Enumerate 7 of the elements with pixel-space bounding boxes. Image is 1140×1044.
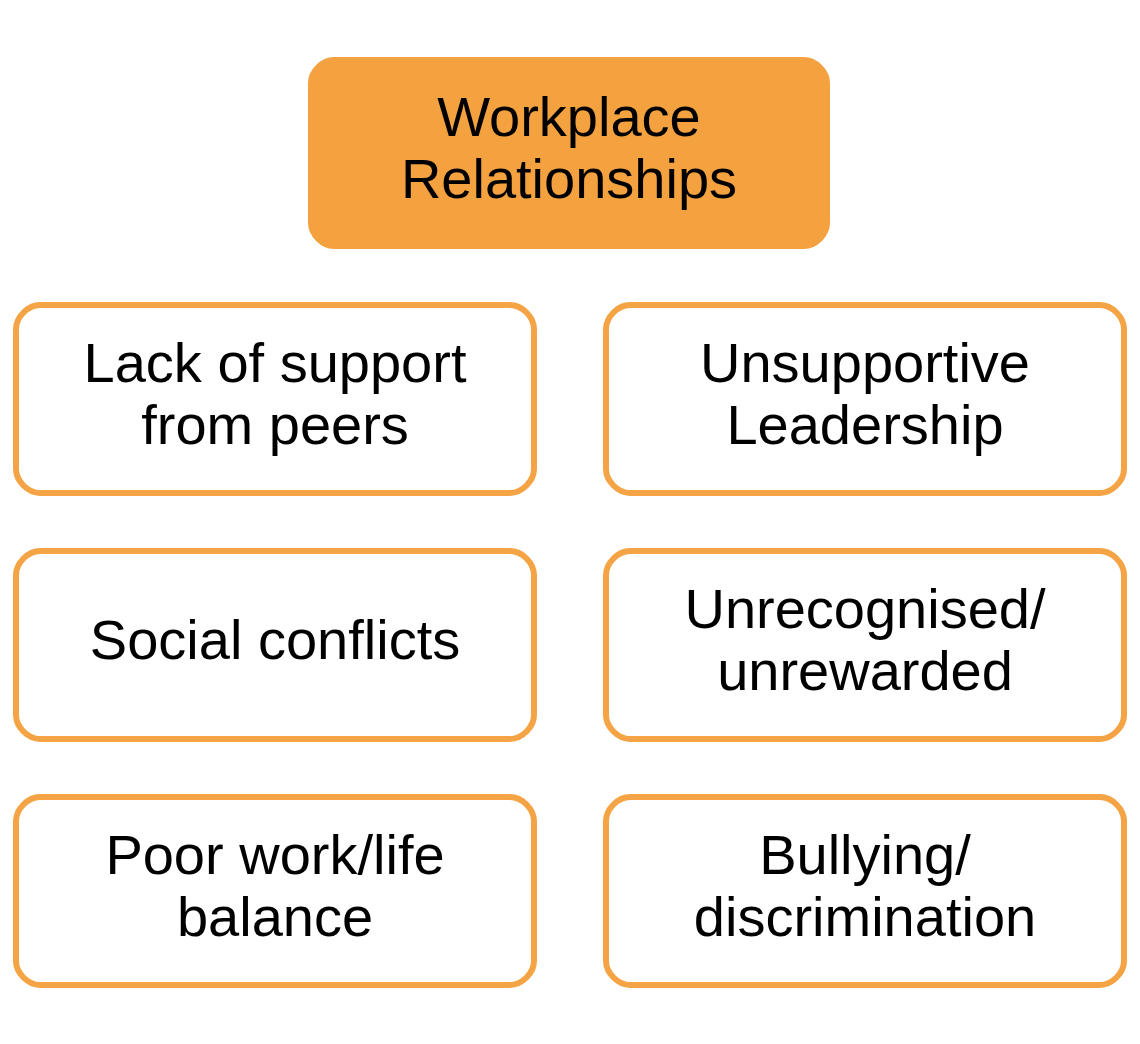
- node-box: Poor work/life balance: [13, 794, 537, 988]
- node-box: Social conflicts: [13, 548, 537, 742]
- node-box: Bullying/ discrimination: [603, 794, 1127, 988]
- node-box: Lack of support from peers: [13, 302, 537, 496]
- node-box: Unrecognised/ unrewarded: [603, 548, 1127, 742]
- node-box: Workplace Relationships: [308, 57, 830, 249]
- node-box: Unsupportive Leadership: [603, 302, 1127, 496]
